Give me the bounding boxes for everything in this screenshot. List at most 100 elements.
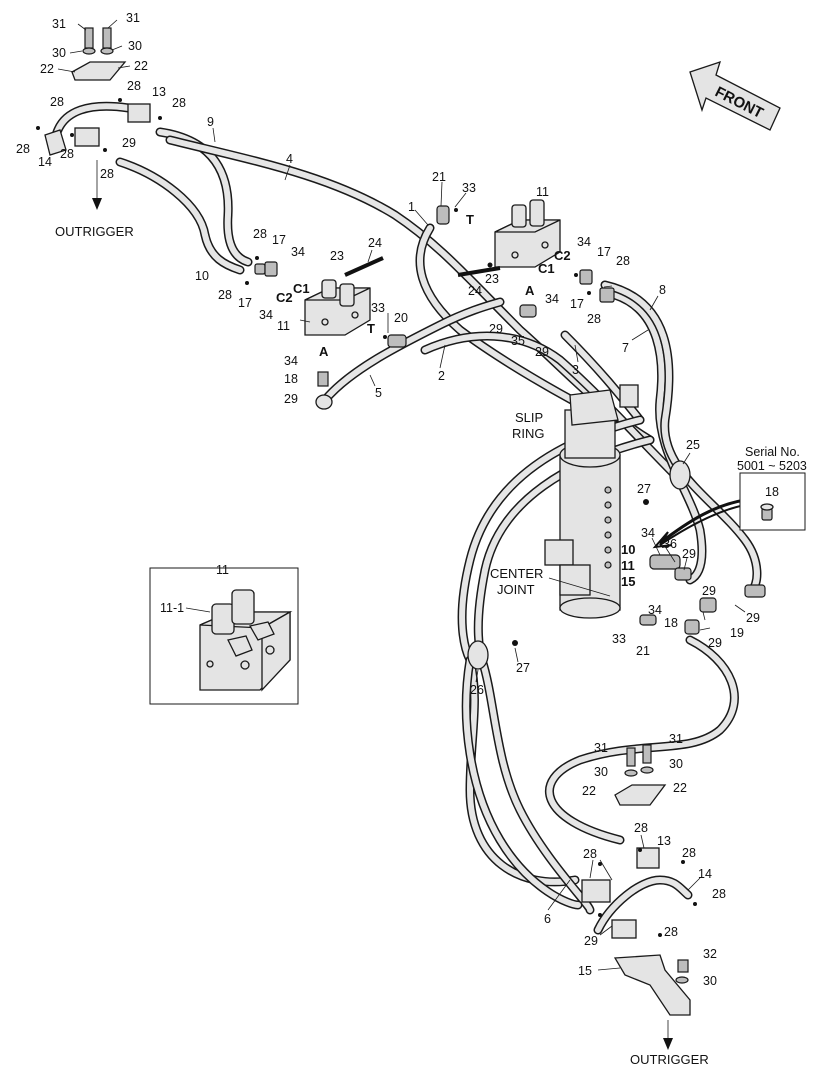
block-13 (127, 103, 151, 123)
callout-35: 35 (511, 334, 525, 348)
callout-7: 7 (622, 341, 629, 355)
callout-34: 34 (577, 235, 591, 249)
callout-28: 28 (60, 147, 74, 161)
callout-2: 2 (438, 369, 445, 383)
callout-33: 33 (612, 632, 626, 646)
callout-29: 29 (682, 547, 696, 561)
callout-28: 28 (682, 846, 696, 860)
callout-C1: C1 (293, 281, 310, 296)
callout-22: 22 (673, 781, 687, 795)
callout-17: 17 (570, 297, 584, 311)
callout-6: 6 (544, 912, 551, 926)
serial-number-box (739, 472, 806, 531)
slip-ring-label-1: SLIP (515, 410, 543, 425)
callout-31: 31 (126, 11, 140, 25)
inset-valve-detail (149, 567, 299, 705)
callout-28: 28 (253, 227, 267, 241)
callout-36: 36 (663, 537, 677, 551)
center-joint-label-2: JOINT (497, 582, 535, 597)
center-joint-label-1: CENTER (490, 566, 543, 581)
outrigger-arrow-bottom (663, 1038, 673, 1050)
clamp-26 (467, 640, 489, 670)
callout-24: 24 (368, 236, 382, 250)
callout-29: 29 (584, 934, 598, 948)
callout-29: 29 (535, 345, 549, 359)
callout-29: 29 (489, 322, 503, 336)
callout-T: T (466, 212, 474, 227)
callout-33: 33 (371, 301, 385, 315)
callout-34: 34 (259, 308, 273, 322)
callout-T: T (367, 321, 375, 336)
serial-title: Serial No. (745, 445, 800, 459)
callout-10: 10 (621, 542, 635, 557)
callout-A: A (319, 344, 329, 359)
callout-13: 13 (657, 834, 671, 848)
callout-27: 27 (637, 482, 651, 496)
callout-30: 30 (52, 46, 66, 60)
callout-28: 28 (100, 167, 114, 181)
callout-11: 11 (621, 558, 635, 573)
slip-ring-label-2: RING (512, 426, 545, 441)
callout-29: 29 (284, 392, 298, 406)
valve-block-right (436, 199, 615, 318)
callout-32: 32 (703, 947, 717, 961)
callout-8: 8 (659, 283, 666, 297)
callout-15: 15 (621, 574, 635, 589)
bolt-31-left (84, 27, 94, 49)
callout-26: 26 (470, 683, 484, 697)
small-fittings (36, 98, 697, 937)
callout-28: 28 (50, 95, 64, 109)
callout-1: 1 (408, 200, 415, 214)
bolt-31-right (102, 27, 112, 49)
callout-31: 31 (52, 17, 66, 31)
callout-28: 28 (616, 254, 630, 268)
callout-14: 14 (38, 155, 52, 169)
callout-28: 28 (712, 887, 726, 901)
callout-C1: C1 (538, 261, 555, 276)
front-arrow (689, 60, 781, 131)
callout-22: 22 (134, 59, 148, 73)
inset-part-label: 11-1 (160, 601, 184, 615)
serial-range: 5001 ~ 5203 (737, 459, 807, 473)
clamp-22 (71, 61, 127, 81)
valve-block-left (254, 261, 407, 410)
clamp-25 (669, 460, 691, 490)
inset-title: 11 (216, 563, 229, 577)
callout-11: 11 (277, 319, 290, 333)
callout-22: 22 (40, 62, 54, 76)
callout-28: 28 (172, 96, 186, 110)
callout-20: 20 (394, 311, 408, 325)
serial-part: 18 (765, 485, 779, 499)
callout-34: 34 (648, 603, 662, 617)
washer-30-left (82, 47, 96, 55)
callout-18: 18 (284, 372, 298, 386)
callout-17: 17 (272, 233, 286, 247)
callout-15: 15 (578, 964, 592, 978)
callout-29: 29 (122, 136, 136, 150)
callout-11: 11 (536, 185, 549, 199)
callout-14: 14 (698, 867, 712, 881)
callout-30: 30 (594, 765, 608, 779)
callout-17: 17 (597, 245, 611, 259)
outrigger-label-top: OUTRIGGER (55, 224, 134, 239)
callout-C2: C2 (276, 290, 293, 305)
elbow-14 (44, 129, 67, 156)
callout-17: 17 (238, 296, 252, 310)
callout-30: 30 (669, 757, 683, 771)
callout-34: 34 (291, 245, 305, 259)
callout-9: 9 (207, 115, 214, 129)
outrigger-arrow-top (92, 198, 102, 210)
callout-34: 34 (641, 526, 655, 540)
outrigger-group-top (44, 27, 151, 210)
center-joint (544, 384, 639, 619)
callout-28: 28 (587, 312, 601, 326)
callout-18: 18 (664, 616, 678, 630)
callout-23: 23 (485, 272, 499, 286)
callout-23: 23 (330, 249, 344, 263)
callout-28: 28 (583, 847, 597, 861)
callout-31: 31 (669, 732, 683, 746)
callout-10: 10 (195, 269, 209, 283)
callout-28: 28 (16, 142, 30, 156)
outrigger-group-bottom (581, 744, 693, 1050)
